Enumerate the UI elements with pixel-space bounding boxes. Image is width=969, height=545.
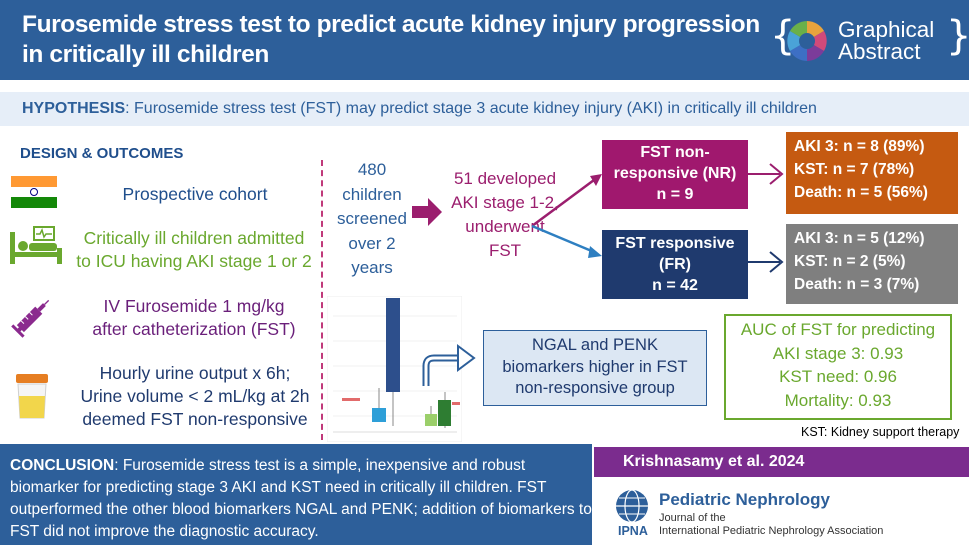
screened-line5: years: [351, 258, 393, 277]
fr-box-count: n = 42: [652, 277, 698, 294]
syringe-icon: [11, 299, 50, 338]
nr-box-line2: responsive (NR): [613, 165, 737, 182]
biomarkers-line3: non-responsive group: [515, 379, 675, 397]
auc-mortality: Mortality: 0.93: [784, 390, 892, 410]
nr-box-line1: FST non-: [640, 144, 710, 161]
graphical-abstract-label: Graphical Abstract: [838, 17, 935, 64]
developed-line3: underwent: [465, 217, 545, 236]
logo-word-graphical: Graphical: [838, 17, 935, 42]
color-wheel-icon: [787, 21, 827, 61]
ipna-label: IPNA: [618, 524, 648, 538]
header-banner: Furosemide stress test to predict acute …: [0, 0, 969, 80]
hypothesis-label: HYPOTHESIS: [22, 100, 126, 117]
right-brace-icon: }: [946, 13, 969, 59]
fr-result-kst: KST: n = 2 (5%): [794, 253, 906, 270]
fst-responsive-box: FST responsive (FR) n = 42: [602, 230, 748, 299]
auc-heading: AUC of FST for predicting: [740, 320, 936, 339]
fr-result-aki: AKI 3: n = 5 (12%): [794, 230, 925, 247]
screened-line3: screened: [337, 209, 407, 228]
urine-cup-icon: [16, 374, 48, 419]
hypothesis-text: HYPOTHESIS: Furosemide stress test (FST)…: [22, 100, 817, 118]
design-item-urine-line3: deemed FST non-responsive: [82, 409, 308, 429]
logo-word-abstract: Abstract: [838, 39, 921, 64]
biomarkers-line2: biomarkers higher in FST: [502, 357, 688, 376]
fr-result-death: Death: n = 3 (7%): [794, 276, 920, 293]
hypothesis-bar: HYPOTHESIS: Furosemide stress test (FST)…: [0, 92, 969, 126]
nr-result-arrow-icon: [748, 163, 784, 185]
screened-line4: over 2: [348, 233, 396, 253]
design-item-urine: Hourly urine output x 6h; Urine volume <…: [64, 362, 326, 431]
fr-box-line2: (FR): [659, 256, 691, 273]
icu-bed-icon: [10, 226, 62, 264]
design-item-furosemide-line2: after catheterization (FST): [92, 319, 296, 339]
graphical-abstract-logo: { Graphical Abstract }: [770, 10, 969, 72]
design-outcomes-heading: DESIGN & OUTCOMES: [20, 145, 184, 162]
nr-result-death: Death: n = 5 (56%): [794, 184, 928, 201]
hook-arrow-icon: [422, 344, 476, 386]
journal-name: Pediatric Nephrology: [659, 490, 830, 509]
arrow-right-icon: [412, 198, 442, 226]
fr-results-box: AKI 3: n = 5 (12%) KST: n = 2 (5%) Death…: [786, 224, 958, 304]
kst-footnote: KST: Kidney support therapy: [801, 425, 960, 439]
fr-result-arrow-icon: [748, 251, 784, 273]
nr-results-box: AKI 3: n = 8 (89%) KST: n = 7 (78%) Deat…: [786, 132, 958, 214]
design-item-furosemide: IV Furosemide 1 mg/kg after catheterizat…: [66, 295, 322, 341]
nr-box-count: n = 9: [656, 186, 694, 203]
biomarkers-box: NGAL and PENK biomarkers higher in FST n…: [483, 330, 707, 406]
design-item-urine-line1: Hourly urine output x 6h;: [99, 363, 291, 383]
hypothesis-body: : Furosemide stress test (FST) may predi…: [125, 100, 817, 117]
conclusion-label: CONCLUSION: [10, 457, 115, 474]
screened-count: 480: [357, 160, 387, 179]
auc-aki: AKI stage 3: 0.93: [772, 343, 904, 363]
design-item-furosemide-line1: IV Furosemide 1 mg/kg: [103, 296, 285, 316]
biomarker-boxplot-thumbnail: [327, 296, 462, 442]
branch-arrows-icon: [531, 174, 602, 258]
citation-bar: Krishnasamy et al. 2024: [594, 447, 969, 477]
journal-subtitle-line1: Journal of the: [659, 512, 726, 524]
developed-line1: 51 developed: [453, 169, 557, 188]
developed-line2: AKI stage 1-2,: [451, 193, 559, 212]
india-flag-icon: [11, 176, 57, 208]
ipna-globe-icon: [616, 489, 648, 523]
conclusion-body: : Furosemide stress test is a simple, in…: [10, 457, 592, 540]
title-line-2: in critically ill children: [22, 41, 269, 68]
developed-text: 51 developed AKI stage 1-2, underwent FS…: [440, 167, 570, 263]
fst-non-responsive-box: FST non- responsive (NR) n = 9: [602, 140, 748, 209]
screened-text: 480 children screened over 2 years: [333, 158, 411, 281]
auc-box: AUC of FST for predicting AKI stage 3: 0…: [724, 314, 952, 420]
nr-result-aki: AKI 3: n = 8 (89%): [794, 138, 925, 155]
design-item-icu-line2: to ICU having AKI stage 1 or 2: [76, 251, 312, 271]
section-divider: [321, 160, 323, 440]
design-item-cohort: Prospective cohort: [122, 184, 268, 204]
page-title: Furosemide stress test to predict acute …: [22, 10, 762, 70]
design-item-icu: Critically ill children admitted to ICU …: [66, 227, 322, 273]
biomarkers-line1: NGAL and PENK: [532, 336, 658, 354]
design-item-icu-line1: Critically ill children admitted: [83, 228, 305, 248]
journal-subtitle-line2: International Pediatric Nephrology Assoc…: [659, 525, 884, 537]
conclusion-panel: CONCLUSION: Furosemide stress test is a …: [0, 444, 592, 545]
developed-line4: FST: [488, 241, 522, 260]
journal-subtitle: Journal of the International Pediatric N…: [659, 512, 883, 538]
design-item-urine-line2: Urine volume < 2 mL/kg at 2h: [80, 386, 310, 406]
screened-line2: children: [342, 184, 402, 204]
title-line-1: Furosemide stress test to predict acute …: [22, 11, 760, 38]
auc-kst: KST need: 0.96: [779, 367, 897, 386]
nr-result-kst: KST: n = 7 (78%): [794, 161, 915, 178]
fr-box-line1: FST responsive: [615, 235, 735, 252]
